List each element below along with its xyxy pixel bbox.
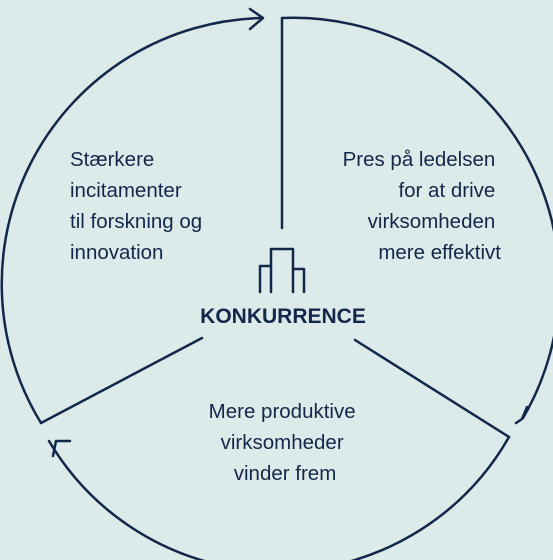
cycle-arc-left [0,16,264,425]
cycle-arc-top-right [280,16,553,420]
divider-left [39,336,204,425]
segment-left-text: Stærkere incitamenter til forskning og i… [70,148,208,264]
center-label: KONKURRENCE [200,305,366,328]
segment-right-text: Pres på ledelsen for at drive virksomhed… [343,148,502,264]
cycle-arc-bottom [47,435,511,560]
city-buildings-icon [258,247,306,294]
arrowhead-left-icon [51,439,72,458]
arrowhead-right-icon [514,405,529,425]
divider-right [353,338,511,439]
arrowhead-top-icon [248,7,265,31]
segment-bottom-text: Mere produktive virksomheder vinder frem [209,400,362,485]
